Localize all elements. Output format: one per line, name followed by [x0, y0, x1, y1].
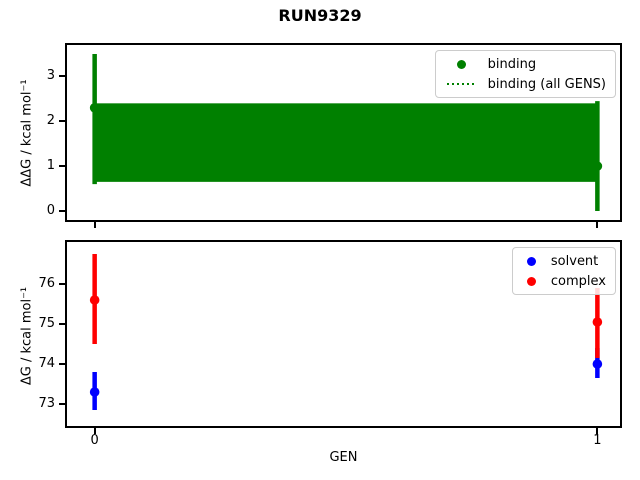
x-tick	[93, 222, 96, 228]
y-tick	[59, 165, 65, 168]
y-tick	[59, 210, 65, 213]
point-solvent-gen0	[89, 387, 100, 397]
x-axis-label: GEN	[329, 450, 358, 465]
y-tick	[59, 403, 65, 405]
figure-title: RUN9329	[278, 6, 362, 25]
point-complex-gen0	[89, 295, 100, 305]
y-tick-label: 1	[46, 158, 55, 174]
y-tick	[59, 283, 65, 285]
legend-item-binding: binding	[445, 54, 606, 74]
y-tick-label: 73	[38, 396, 55, 411]
legend-dot-icon	[527, 256, 537, 266]
y-tick	[59, 120, 65, 123]
legend-dotted-line-icon	[446, 83, 477, 85]
legend-item-binding-all-gens: binding (all GENS)	[445, 74, 606, 94]
x-tick	[93, 428, 96, 434]
x-tick-label: 1	[593, 433, 602, 448]
legend: binding binding (all GENS)	[434, 50, 616, 98]
legend-swatch	[445, 59, 479, 69]
y-tick-label: 0	[46, 203, 55, 219]
legend-swatch	[522, 256, 542, 266]
plot-canvas	[89, 254, 603, 410]
point-binding-gen0	[89, 103, 100, 113]
band-binding-all-gens	[94, 103, 598, 182]
y-tick-label: 3	[46, 68, 55, 84]
subplot-binding: binding binding (all GENS)	[65, 43, 622, 222]
y-tick-label: 76	[38, 276, 55, 291]
legend-dot-icon	[527, 276, 537, 286]
subplot-free-energy: solvent complex	[65, 240, 622, 428]
legend-label: complex	[550, 273, 606, 289]
legend-swatch	[445, 83, 479, 85]
legend: solvent complex	[511, 247, 616, 295]
x-tick	[596, 428, 599, 434]
y-tick-label: 74	[38, 356, 55, 371]
y-tick-label: 2	[46, 113, 55, 129]
y-tick	[59, 75, 65, 78]
legend-label: binding (all GENS)	[487, 76, 606, 92]
legend-dot-icon	[457, 59, 467, 69]
legend-label: solvent	[550, 253, 599, 269]
legend-label: binding	[487, 56, 537, 72]
y-tick	[59, 363, 65, 365]
legend-item-complex: complex	[522, 271, 606, 291]
y-tick-label: 75	[38, 316, 55, 331]
plot-canvas	[89, 53, 603, 212]
point-complex-gen1	[592, 317, 603, 327]
point-solvent-gen1	[592, 359, 603, 369]
x-tick	[596, 222, 599, 228]
legend-swatch	[522, 276, 542, 286]
y-tick	[59, 323, 65, 325]
x-tick-label: 0	[90, 433, 99, 448]
legend-item-solvent: solvent	[522, 251, 606, 271]
point-binding-gen1	[592, 161, 603, 171]
